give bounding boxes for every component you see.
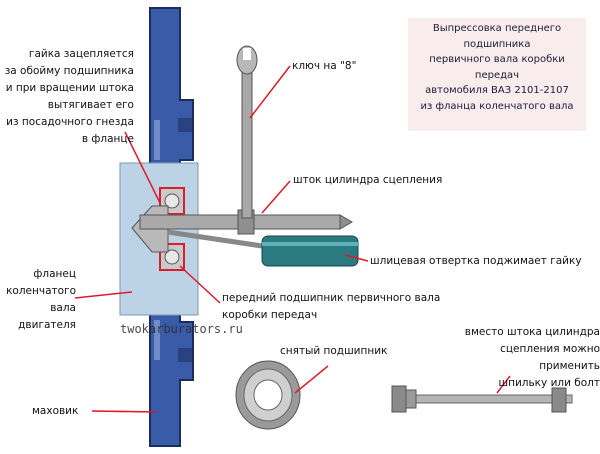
label-wrench: ключ на "8" <box>292 60 357 72</box>
label-rod: шток цилиндра сцепления <box>293 174 443 186</box>
bolt-alternative <box>391 385 573 413</box>
label-flange: фланец коленчатого вала двигателя <box>6 268 76 331</box>
wrench-8mm <box>236 45 258 219</box>
label-alternative: вместо штока цилиндра сцепления можно пр… <box>464 326 600 389</box>
title-box: Выпрессовка переднего подшипника первичн… <box>408 18 586 131</box>
clutch-rod <box>139 209 353 235</box>
screwdriver <box>167 229 359 267</box>
removed-bearing <box>235 360 301 430</box>
label-screwdriver: шлицевая отвертка поджимает гайку <box>370 255 582 267</box>
watermark: twokarburators.ru <box>120 322 243 336</box>
front-bearing <box>159 187 185 271</box>
label-removed-bearing: снятый подшипник <box>280 345 388 357</box>
leader-lines <box>74 65 511 413</box>
label-flywheel: маховик <box>32 405 79 417</box>
label-bearing: передний подшипник первичного вала короб… <box>222 292 441 321</box>
label-nut-grips: гайка зацепляется за обойму подшипника и… <box>4 48 134 145</box>
